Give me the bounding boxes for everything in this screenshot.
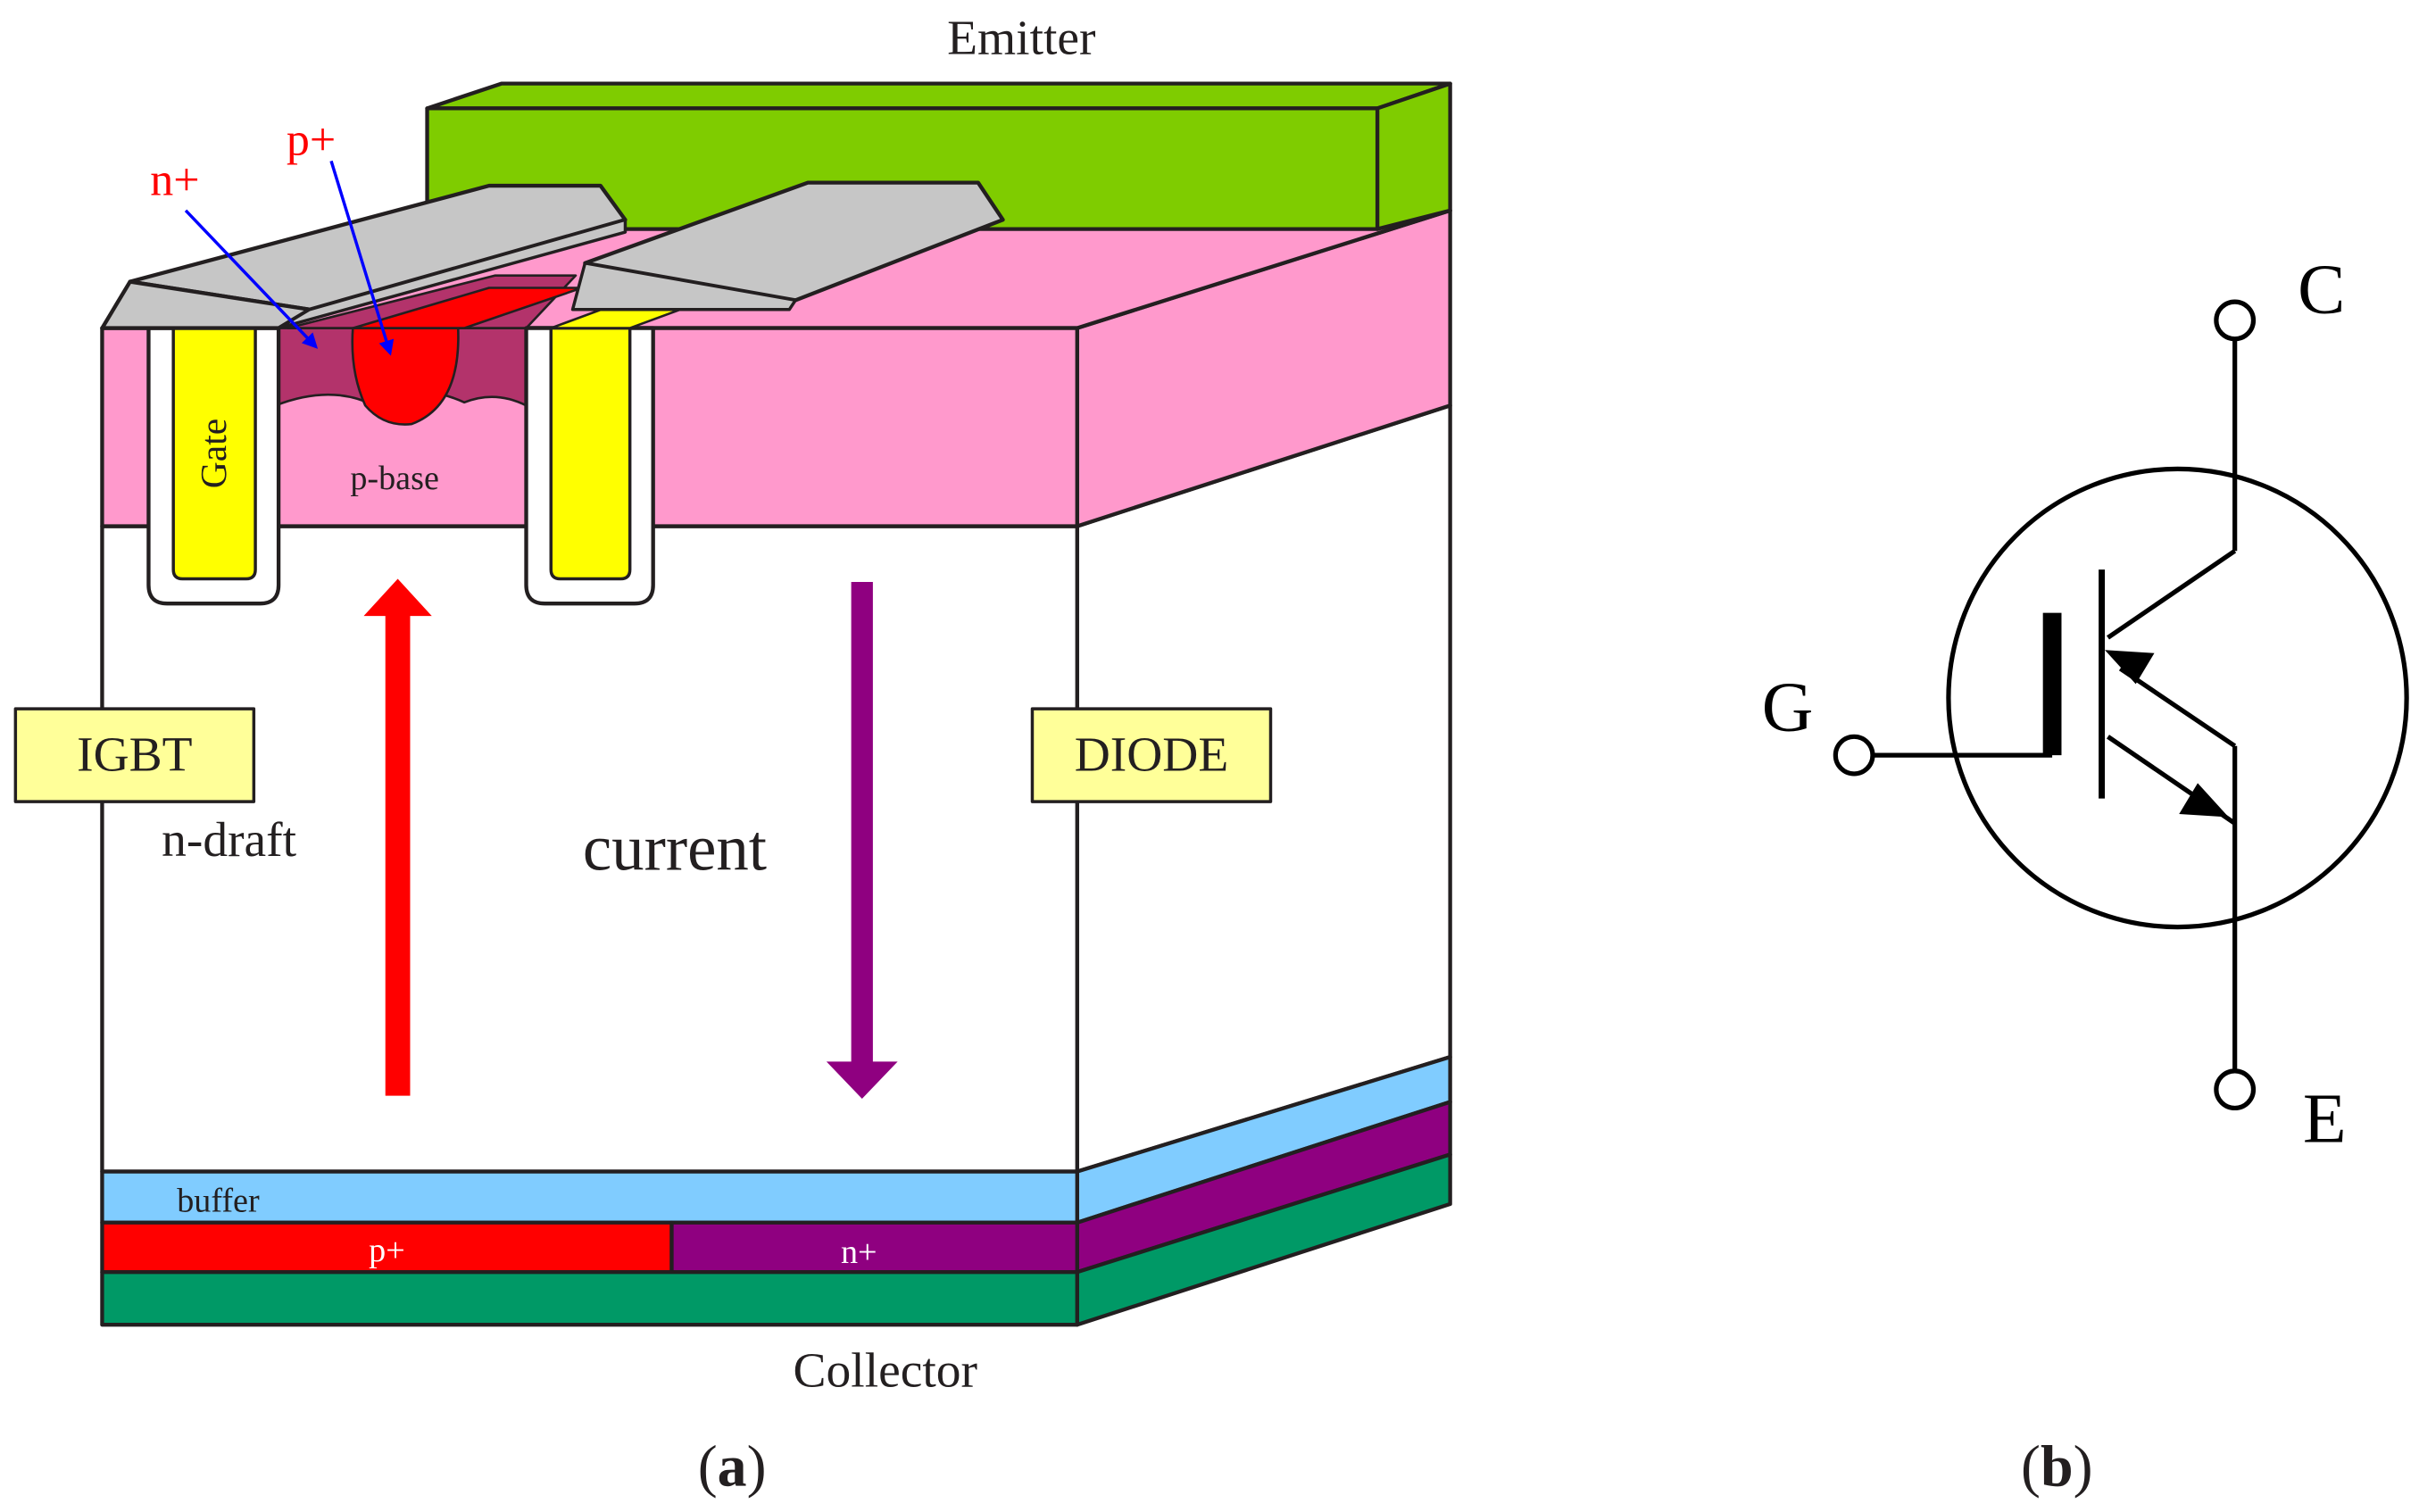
collector-p-plus-label: p+ bbox=[369, 1232, 405, 1269]
p-base-label: p-base bbox=[350, 460, 439, 497]
internal-diagonal bbox=[2118, 666, 2237, 748]
panel-a-caption: (a) bbox=[698, 1434, 767, 1500]
diode-label: DIODE bbox=[1075, 727, 1229, 782]
collector-c-label: C bbox=[2298, 250, 2345, 328]
buffer-layer bbox=[100, 1169, 1079, 1225]
igbt-current-arrow bbox=[363, 578, 432, 1096]
symbol-labels: C G E (b) bbox=[1762, 250, 2347, 1499]
p-plus-contact-well bbox=[351, 327, 460, 426]
igbt-label-box bbox=[13, 707, 256, 803]
gate-poly-right bbox=[549, 326, 632, 581]
symbol-outline-circle bbox=[1946, 466, 2409, 930]
gate-terminal-circle bbox=[1833, 734, 1875, 777]
cross-section-diagram: Emitter Collector n+ p+ Gate p-base n-dr… bbox=[13, 12, 1452, 1500]
collector-terminal-label: Collector bbox=[794, 1344, 977, 1399]
gate-poly-left bbox=[171, 326, 257, 581]
n-plus-emitter-label: n+ bbox=[150, 154, 199, 205]
buffer-label: buffer bbox=[177, 1183, 260, 1220]
current-label: current bbox=[583, 811, 767, 884]
collector-arrowhead bbox=[2105, 650, 2155, 685]
collector-n-plus-layer bbox=[669, 1220, 1079, 1275]
gate-label: Gate bbox=[194, 419, 235, 489]
diode-label-box bbox=[1030, 707, 1273, 803]
n-plus-pointer bbox=[184, 209, 319, 349]
p-plus-pointer bbox=[329, 160, 395, 356]
emitter-arrowhead bbox=[2179, 783, 2229, 818]
n-drift-label: n-draft bbox=[162, 813, 297, 868]
collector-p-plus-layer bbox=[100, 1220, 674, 1275]
collector-terminal-circle bbox=[2214, 299, 2257, 342]
emitter-metal-end bbox=[1375, 81, 1452, 231]
collector-n-plus-label: n+ bbox=[841, 1234, 877, 1271]
oxide-bar-right-front bbox=[570, 262, 797, 312]
p-plus-contact-label: p+ bbox=[287, 114, 336, 165]
panel-b-caption: (b) bbox=[2021, 1434, 2093, 1500]
emitter-terminal-label: Emitter bbox=[947, 12, 1095, 66]
gate-g-label: G bbox=[1762, 668, 1814, 746]
collector-diagonal bbox=[2107, 549, 2237, 640]
collector-metal-layer bbox=[100, 1270, 1079, 1327]
diode-current-arrow bbox=[826, 581, 898, 1100]
igbt-circuit-symbol bbox=[1833, 299, 2409, 1111]
emitter-e-label: E bbox=[2303, 1080, 2347, 1159]
n-drift-region bbox=[100, 524, 1079, 1174]
igbt-label: IGBT bbox=[77, 727, 192, 782]
emitter-metal-top bbox=[425, 81, 1452, 111]
emitter-terminal-circle bbox=[2214, 1068, 2257, 1111]
oxide-bar-left-end bbox=[277, 218, 628, 330]
